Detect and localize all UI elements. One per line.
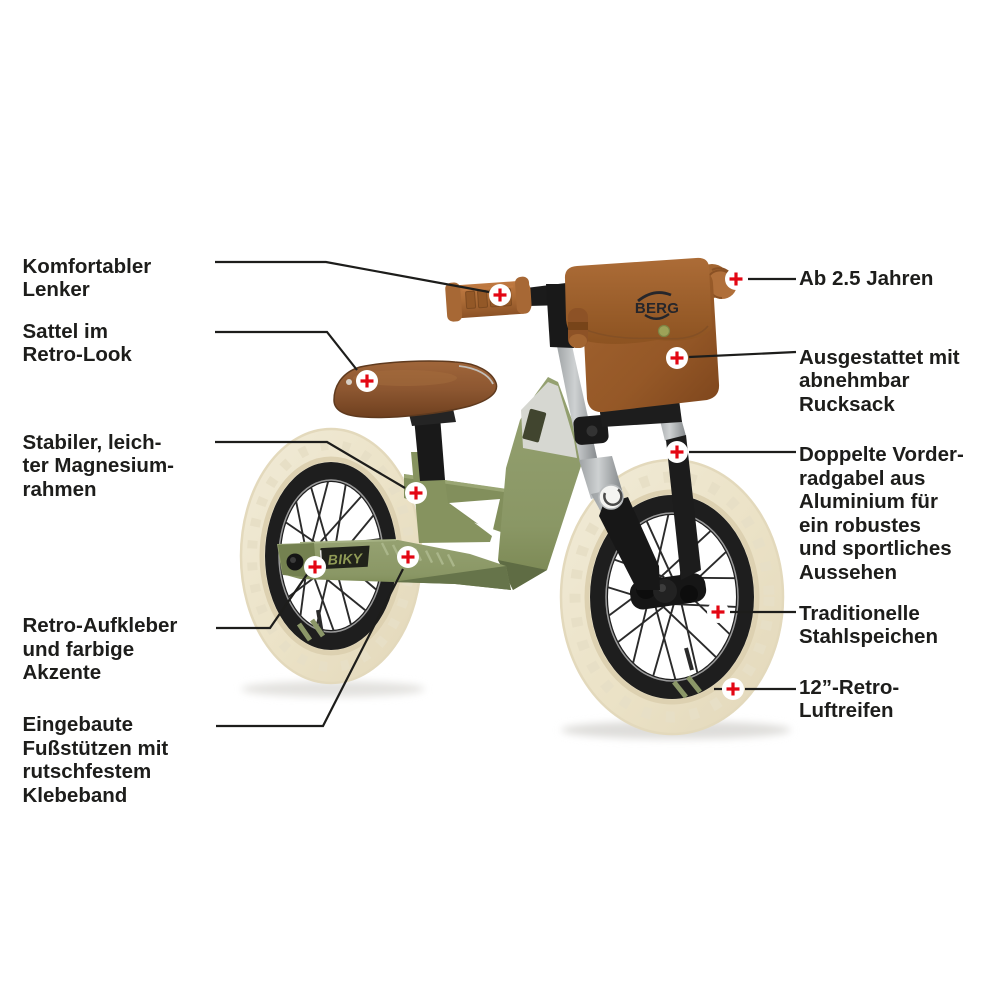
svg-text:BERG: BERG <box>635 300 679 317</box>
svg-text:BIKY: BIKY <box>327 550 364 568</box>
